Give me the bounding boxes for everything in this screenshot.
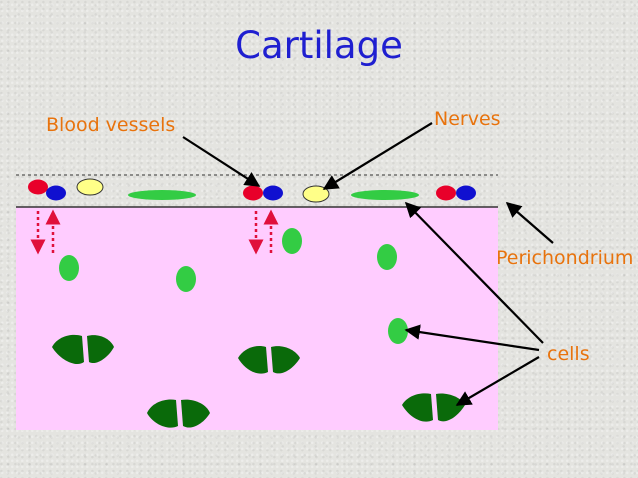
arrow-cells-group — [455, 356, 540, 406]
paired-cell — [238, 346, 268, 374]
page-title: Cartilage — [235, 24, 403, 67]
red-blood-vessel — [436, 185, 456, 201]
nerve — [76, 178, 104, 196]
isogenous-group — [52, 334, 114, 365]
arrow-perichondrium — [505, 201, 554, 244]
paired-cell — [271, 346, 300, 374]
paired-cell — [87, 335, 114, 364]
paired-cell — [402, 393, 433, 422]
isogenous-group — [238, 346, 300, 374]
isogenous-group — [147, 399, 210, 428]
chondrocyte — [388, 318, 408, 344]
label-perichondrium: Perichondrium — [496, 247, 634, 269]
chondrocyte — [59, 255, 79, 281]
red-blood-vessel — [243, 185, 263, 201]
paired-cell — [181, 399, 210, 428]
blood-vessel-group-3 — [436, 185, 476, 201]
flat-cell — [128, 190, 196, 200]
chondrocyte — [377, 244, 397, 270]
arrow-cells-chondrocyte — [404, 324, 540, 352]
paired-cell — [147, 399, 178, 428]
paired-cell — [52, 334, 84, 365]
blue-blood-vessel — [46, 185, 66, 201]
blue-blood-vessel — [263, 185, 283, 201]
red-blood-vessel — [28, 179, 48, 195]
flat-cell — [351, 190, 419, 200]
arrow-blood-vessels — [182, 136, 261, 187]
label-cells: cells — [547, 343, 590, 365]
blue-blood-vessel — [456, 185, 476, 201]
chondrocyte — [282, 228, 302, 254]
pointer-arrows — [182, 122, 554, 406]
arrow-cells-flat — [404, 201, 544, 344]
chondrocyte — [176, 266, 196, 292]
blood-vessel-group-2 — [243, 185, 283, 201]
diffusion-arrows-left — [30, 209, 61, 255]
nerve — [302, 185, 330, 203]
arrow-nerves — [322, 122, 433, 190]
diffusion-arrows-middle — [248, 209, 279, 255]
blood-vessel-group-1 — [28, 179, 66, 201]
label-blood-vessels: Blood vessels — [46, 114, 176, 136]
label-nerves: Nerves — [434, 108, 501, 130]
